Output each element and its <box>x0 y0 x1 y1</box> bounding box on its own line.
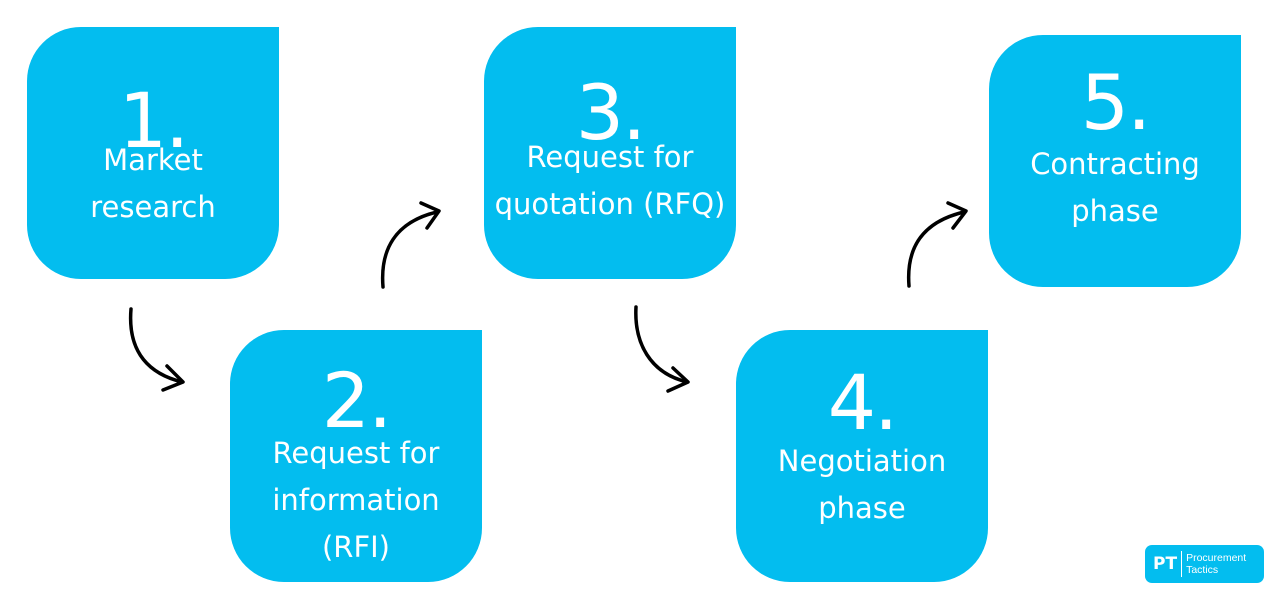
step-1-box: 1. Market research <box>27 27 279 279</box>
step-4-label-line-2: phase <box>818 491 906 525</box>
step-2-number: 2. <box>321 356 393 445</box>
logo-mark: PT <box>1153 554 1178 574</box>
logo-divider <box>1181 551 1183 577</box>
logo-wordmark: Procurement Tactics <box>1186 552 1246 576</box>
step-1-label: Market research <box>27 137 279 231</box>
logo-line-2: Tactics <box>1186 564 1219 576</box>
logo-line-1: Procurement <box>1186 552 1247 564</box>
step-3-label-line-2: quotation (RFQ) <box>494 187 726 221</box>
step-2-label-line-3: (RFI) <box>321 530 390 564</box>
arrow-2-to-3-icon <box>380 201 441 289</box>
step-3-label: Request for quotation (RFQ) <box>484 134 736 228</box>
step-4-label-line-1: Negotiation <box>777 444 947 478</box>
step-2-label-line-2: information <box>272 483 440 517</box>
step-4-label: Negotiation phase <box>736 438 988 532</box>
step-5-label: Contracting phase <box>989 141 1241 235</box>
step-2-label: Request for information (RFI) <box>230 430 482 571</box>
step-2-label-line-1: Request for <box>272 436 440 470</box>
step-1-label-line-1: Market <box>103 143 203 177</box>
arrow-4-to-5-icon <box>906 201 968 288</box>
arrow-1-to-2-icon <box>128 307 185 392</box>
step-4-number: 4. <box>827 358 899 447</box>
step-3-label-line-1: Request for <box>526 140 694 174</box>
step-2-box: 2. Request for information (RFI) <box>230 330 482 582</box>
step-4-box: 4. Negotiation phase <box>736 330 988 582</box>
arrow-3-to-4-icon <box>634 305 690 393</box>
step-1-number: 1. <box>118 76 190 165</box>
step-3-box: 3. Request for quotation (RFQ) <box>484 27 736 279</box>
procurement-tactics-logo: PT Procurement Tactics <box>1145 545 1264 583</box>
step-5-label-line-1: Contracting <box>1030 147 1200 181</box>
step-5-number: 5. <box>1080 58 1152 147</box>
step-5-box: 5. Contracting phase <box>989 35 1241 287</box>
step-3-number: 3. <box>575 68 647 157</box>
step-1-label-line-2: research <box>90 190 216 224</box>
step-5-label-line-2: phase <box>1071 194 1159 228</box>
